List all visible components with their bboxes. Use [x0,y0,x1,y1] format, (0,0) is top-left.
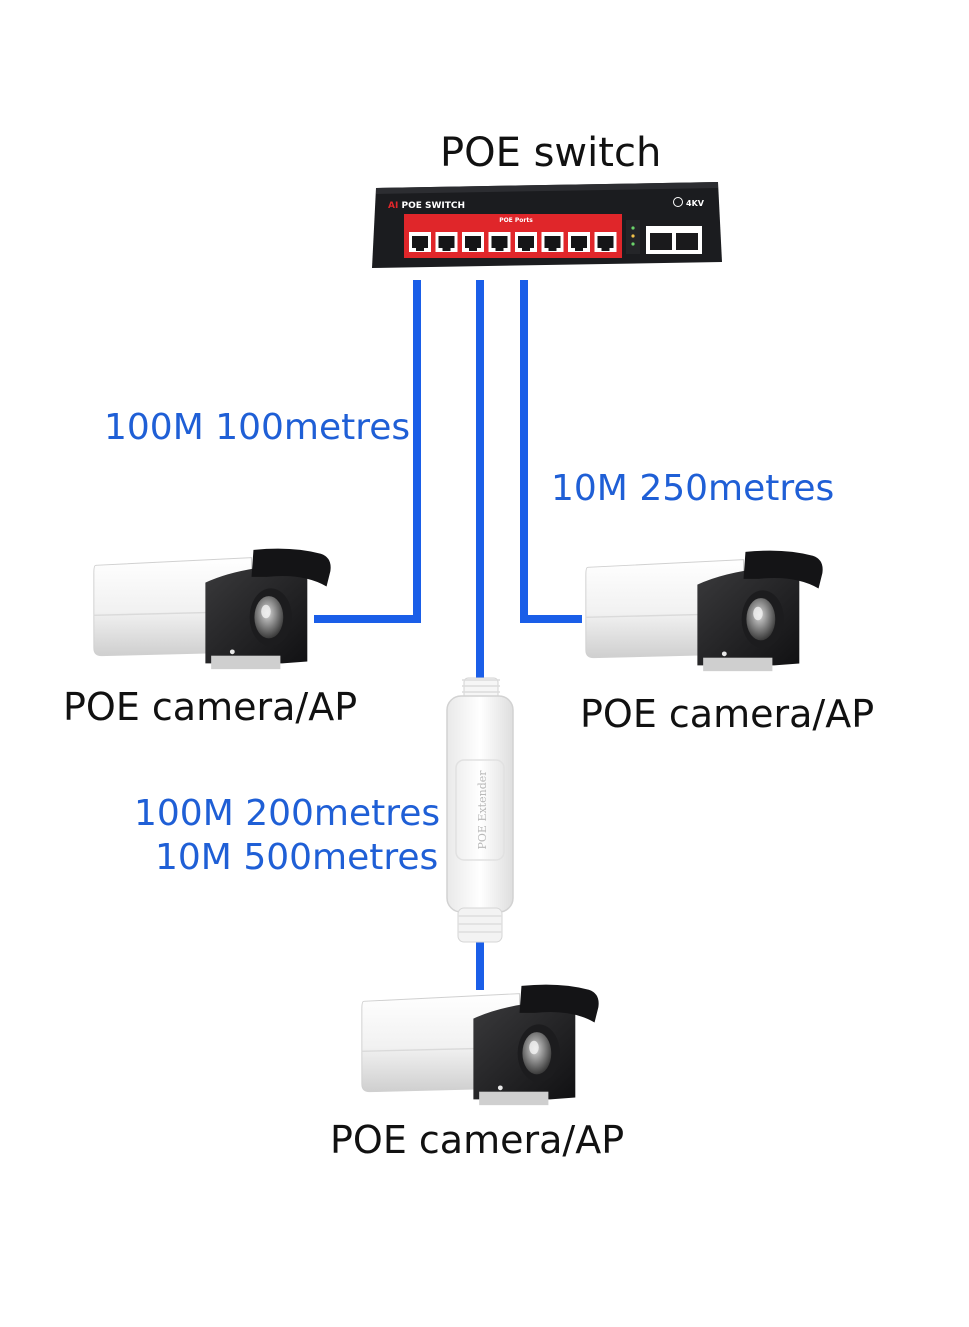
cable-label-right: 10M 250metres [551,468,835,509]
camera-bottom-label: POE camera/AP [330,1118,625,1162]
cable-left [314,280,421,623]
cable-label-left: 100M 100metres [104,407,411,448]
camera-left-label: POE camera/AP [63,685,358,729]
status-leds [626,220,640,254]
extender-label-line1: 100M 200metres [134,793,441,834]
extender-label-line2: 10M 500metres [155,837,439,878]
camera-right-label: POE camera/AP [580,692,875,736]
poe-ports [409,232,617,252]
cable-right [520,280,582,623]
switch-title: POE switch [440,130,662,176]
switch-badge-text: 4KV [686,199,705,208]
camera-left [93,548,332,670]
badge-4kv: 4KV [673,197,705,208]
poe-extender: POE Extender [446,677,514,943]
extender-label: POE Extender [476,770,489,850]
poe-switch-device: AI POE SWITCH 4KV POE Ports [372,182,722,268]
svg-text:AI POE SWITCH: AI POE SWITCH [388,201,465,211]
switch-brand-text: POE SWITCH [401,201,465,211]
ports-header-text: POE Ports [499,217,533,224]
uplink-ports [646,226,702,254]
camera-bottom [361,984,600,1106]
camera-right [585,550,824,672]
